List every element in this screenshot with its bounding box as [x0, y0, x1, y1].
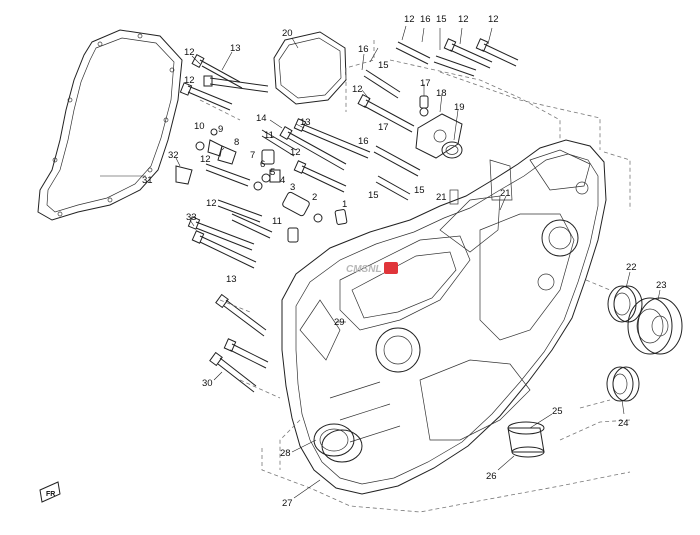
- bolt-set: [179, 38, 519, 393]
- front-direction-marker: FR: [39, 481, 61, 503]
- part-label: 12: [184, 75, 195, 86]
- part-label: 16: [420, 14, 431, 25]
- part-label: 23: [656, 280, 667, 291]
- cover-gasket-ring: [273, 31, 347, 105]
- part-label: 11: [272, 216, 282, 227]
- bolt-33: [187, 216, 255, 251]
- part-label: 11: [264, 130, 274, 141]
- part-label: 13: [230, 43, 241, 54]
- bolt-14: [261, 129, 297, 157]
- part-label: 26: [486, 471, 497, 482]
- part-label: 6: [260, 159, 265, 170]
- part-label: 1: [342, 199, 347, 210]
- reference-outlines: [199, 40, 631, 513]
- part-label: 12: [352, 84, 363, 95]
- part-label: 12: [404, 14, 415, 25]
- bolt-13a: [203, 75, 269, 93]
- bolt-12c: [279, 125, 347, 171]
- bolt-d: [223, 338, 269, 369]
- part-label: 21: [500, 188, 511, 199]
- watermark: CMSNL: [346, 262, 398, 275]
- part-label: 21: [436, 192, 447, 203]
- part-label: 12: [290, 147, 301, 158]
- part-label: 15: [378, 60, 389, 71]
- bolt-30: [209, 351, 257, 393]
- bolt-15a: [433, 55, 477, 77]
- part-label: 17: [420, 78, 431, 89]
- part-label: 13: [226, 274, 237, 285]
- part-label: 33: [186, 212, 197, 223]
- part-label: 2: [312, 192, 317, 203]
- front-marker-label: FR: [46, 491, 55, 498]
- bolt-12i: [205, 163, 251, 187]
- part-label: 15: [414, 185, 425, 196]
- part-label: 30: [202, 378, 213, 389]
- bushing: [507, 421, 545, 458]
- part-label: 15: [436, 14, 447, 25]
- part-label: 12: [458, 14, 469, 25]
- relief-valve-assembly: [175, 128, 348, 243]
- crankcase-half: [281, 139, 607, 495]
- bolt-15c: [375, 175, 411, 201]
- part-label: 3: [290, 182, 295, 193]
- part-label: 24: [618, 418, 629, 429]
- bearing-23: [627, 297, 683, 355]
- part-label: 22: [626, 262, 637, 273]
- part-label: 8: [234, 137, 239, 148]
- part-label: 13: [300, 117, 311, 128]
- watermark-text: CMSNL: [346, 264, 382, 275]
- bolt-12f: [443, 38, 493, 69]
- bolt-15b: [363, 69, 401, 99]
- bolt-c: [231, 213, 273, 239]
- bolt-13c: [215, 293, 267, 337]
- part-label: 12: [206, 198, 217, 209]
- part-label: 17: [378, 122, 389, 133]
- part-label: 16: [358, 44, 369, 55]
- part-label: 19: [454, 102, 465, 113]
- part-label: 29: [334, 317, 345, 328]
- part-number-labels: 2 1 3 4 5 6 7 8 9 10 11 11 12 12 12 12 1…: [142, 14, 667, 509]
- part-label: 14: [256, 113, 267, 124]
- bolt-12h: [357, 94, 415, 133]
- bolt-a: [191, 230, 257, 269]
- bolt-16: [373, 145, 421, 177]
- bolt-12d: [293, 160, 347, 193]
- part-label: 4: [280, 175, 285, 186]
- part-label: 31: [142, 175, 153, 186]
- bolt-12b: [179, 82, 233, 111]
- part-label: 20: [282, 28, 293, 39]
- part-label: 9: [218, 124, 223, 135]
- part-label: 18: [436, 88, 447, 99]
- part-label: 16: [358, 136, 369, 147]
- part-label: 15: [368, 190, 379, 201]
- bolt-b: [217, 199, 263, 223]
- oil-seal: [313, 423, 363, 463]
- part-label: 7: [250, 150, 255, 161]
- bolt-12g: [475, 38, 519, 67]
- bolt-12a: [191, 54, 243, 89]
- part-label: 10: [194, 121, 205, 132]
- crankcase-gasket: [37, 29, 183, 221]
- breather-bracket: [415, 95, 463, 159]
- part-label: 32: [168, 150, 179, 161]
- part-label: 12: [200, 154, 211, 165]
- part-label: 27: [282, 498, 293, 509]
- part-label: 5: [270, 167, 275, 178]
- part-label: 12: [184, 47, 195, 58]
- bearing-24: [606, 366, 640, 402]
- part-label: 12: [488, 14, 499, 25]
- part-label: 28: [280, 448, 291, 459]
- part-label: 25: [552, 406, 563, 417]
- bolt-12e: [395, 41, 431, 65]
- leader-lines: [100, 25, 661, 499]
- watermark-accent: [384, 262, 398, 274]
- bolt-13b: [293, 118, 371, 159]
